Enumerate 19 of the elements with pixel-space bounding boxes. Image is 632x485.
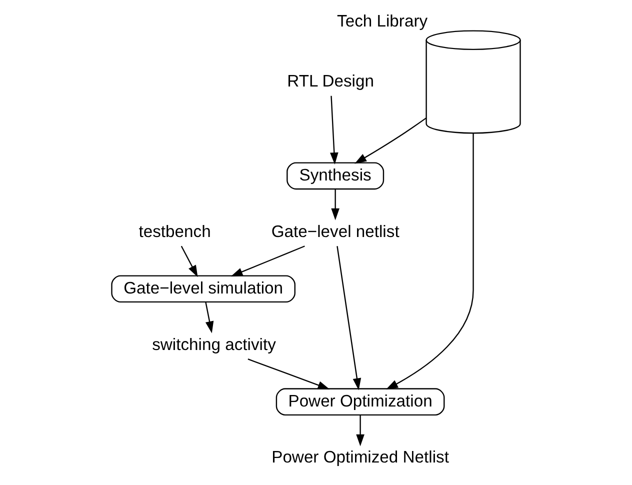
arrow [180, 246, 198, 278]
node-text: RTL Design [287, 71, 374, 90]
arrow [386, 133, 474, 390]
node-box: Gate−level simulation [111, 275, 296, 303]
arrow [331, 189, 340, 220]
node-label: Tech Library [337, 11, 428, 30]
arrow [205, 302, 214, 334]
node-text: Gate−level netlist [271, 222, 400, 241]
arrow [336, 246, 362, 390]
node-text: testbench [138, 222, 211, 241]
node-box: Power Optimization [276, 388, 445, 416]
arrow [248, 358, 330, 390]
arrow [356, 415, 364, 446]
node-text: switching activity [152, 334, 276, 354]
arrow [354, 118, 426, 164]
arrow [330, 96, 338, 164]
node-text: Power Optimized Netlist [272, 448, 449, 467]
node-box: Synthesis [286, 162, 384, 190]
arrow [230, 246, 305, 276]
